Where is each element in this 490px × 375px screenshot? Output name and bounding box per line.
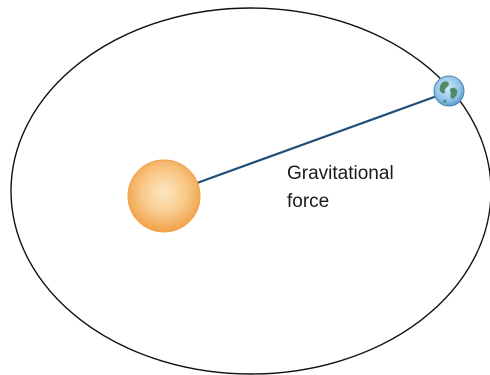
gravitational-force-label: Gravitational force	[287, 160, 447, 216]
sun	[128, 160, 200, 232]
label-line-1: Gravitational	[287, 160, 447, 188]
earth-planet	[434, 76, 464, 106]
label-line-2: force	[287, 188, 447, 216]
